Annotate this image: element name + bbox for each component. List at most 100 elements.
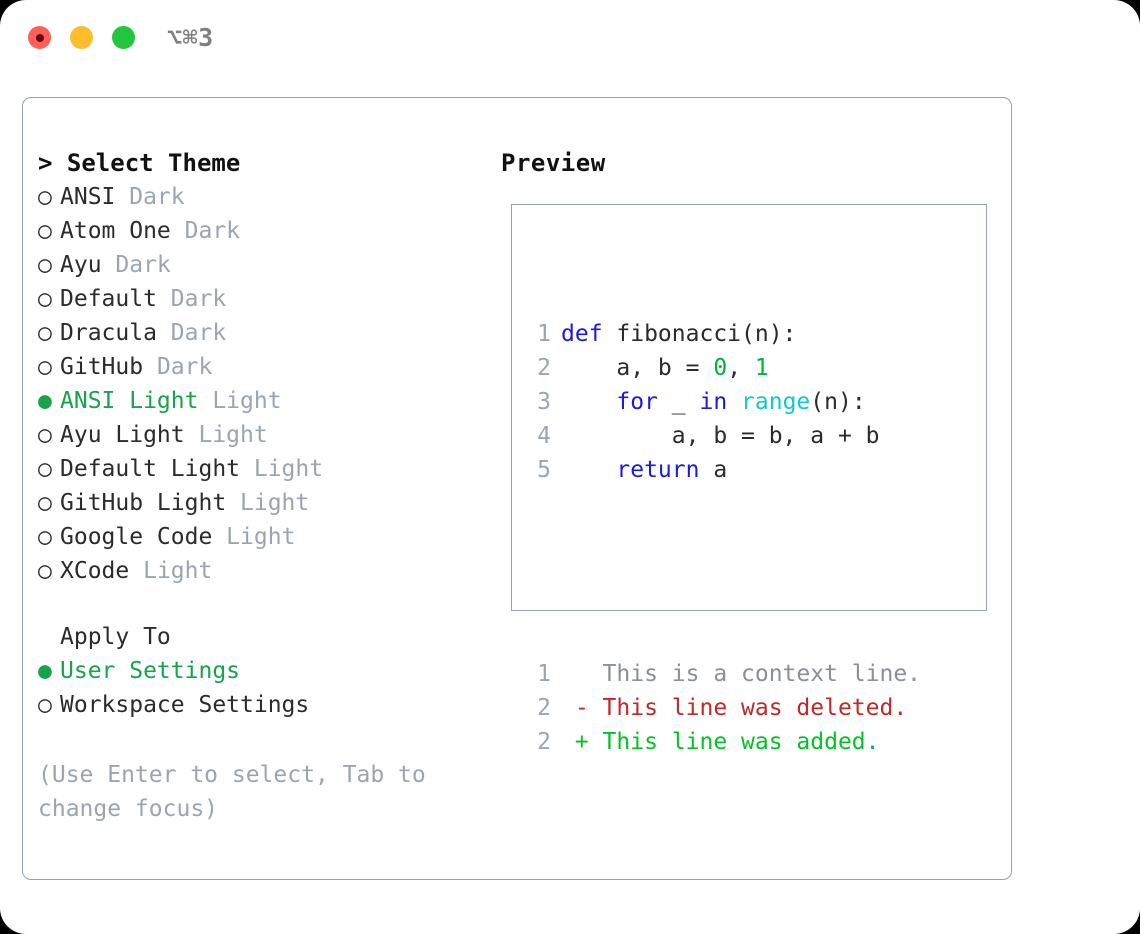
preview-column: Preview: [501, 146, 1001, 180]
theme-name: Default: [60, 286, 157, 312]
theme-option-ansi-light[interactable]: ●ANSI Light Light: [38, 384, 478, 418]
keyboard-hint-text: (Use Enter to select, Tab to change focu…: [38, 762, 426, 822]
radio-unselected-icon: ○: [38, 354, 52, 380]
traffic-lights: [28, 26, 135, 49]
token-fn: range: [741, 389, 811, 415]
theme-option-default[interactable]: ○ Default Dark: [38, 282, 478, 316]
line-number: 1: [537, 321, 551, 347]
diff-sign: -: [561, 695, 603, 721]
apply-to-section: Apply To ● User Settings ○Workspace Settin…: [38, 620, 478, 722]
keyboard-shortcut-label: ⌥⌘3: [167, 23, 214, 52]
diff-text: This is a context line.: [602, 661, 922, 687]
apply-to-label: User Settings: [60, 658, 241, 684]
radio-unselected-icon: ○: [38, 218, 52, 244]
line-number: 4: [537, 423, 551, 449]
code-line: 4 a, b = b, a + b: [525, 419, 921, 453]
theme-option-github-light[interactable]: ○ GitHub Light Light: [38, 486, 478, 520]
code-text: a, b = b, a + b: [561, 419, 880, 453]
theme-kind-badge: Light: [198, 388, 282, 414]
theme-option-atom-one[interactable]: ○Atom One Dark: [38, 214, 478, 248]
theme-option-default-light[interactable]: ○ Default Light Light: [38, 452, 478, 486]
theme-option-ayu-light[interactable]: ○ Ayu Light Light: [38, 418, 478, 452]
minimize-button[interactable]: [70, 26, 93, 49]
code-text: return a: [561, 453, 727, 487]
theme-option-xcode[interactable]: ○XCode Light: [38, 554, 478, 588]
radio-unselected-icon: ○: [38, 524, 52, 550]
theme-option-dracula[interactable]: ○ Dracula Dark: [38, 316, 478, 350]
select-theme-heading: > Select Theme: [38, 149, 241, 177]
theme-kind-badge: Light: [184, 422, 268, 448]
theme-option-github[interactable]: ○GitHub Dark: [38, 350, 478, 384]
line-number: 2: [537, 695, 551, 721]
code-spacer: [525, 555, 921, 589]
diff-sign: [561, 657, 603, 691]
radio-unselected-icon: ○: [38, 692, 52, 718]
theme-option-google-code[interactable]: ○ Google Code Light: [38, 520, 478, 554]
theme-kind-badge: Light: [226, 490, 310, 516]
line-number: 2: [537, 729, 551, 755]
theme-name: Dracula: [60, 320, 157, 346]
radio-unselected-icon: ○: [38, 252, 52, 278]
token-kw: in: [699, 389, 728, 415]
theme-kind-badge: Dark: [143, 354, 213, 380]
token-id: [561, 389, 616, 415]
theme-name: ANSI: [60, 184, 116, 210]
apply-to-options[interactable]: ● User Settings ○Workspace Settings: [38, 654, 478, 722]
code-line: 3 for _ in range(n):: [525, 385, 921, 419]
maximize-button[interactable]: [112, 26, 135, 49]
apply-to-option-user-settings[interactable]: ● User Settings: [38, 654, 478, 688]
token-id: ,: [727, 355, 755, 381]
radio-unselected-icon: ○: [38, 456, 52, 482]
token-id: a, b =: [561, 355, 714, 381]
radio-unselected-icon: ○: [38, 422, 52, 448]
theme-kind-badge: Light: [212, 524, 296, 550]
theme-kind-badge: Dark: [156, 320, 227, 346]
theme-name: Default Light: [60, 456, 241, 482]
code-line: 2 a, b = 0, 1: [525, 351, 921, 385]
theme-kind-badge: Light: [129, 558, 213, 584]
theme-kind-badge: Dark: [115, 184, 185, 210]
theme-kind-badge: Dark: [156, 286, 227, 312]
diff-text: This line was deleted.: [602, 695, 908, 721]
token-id: [561, 457, 616, 483]
line-number: 2: [537, 355, 551, 381]
theme-name: GitHub Light: [60, 490, 227, 516]
theme-list[interactable]: ○ANSI Dark○Atom One Dark○Ayu Dark○Defaul…: [38, 180, 478, 588]
diff-sample: 1 This is a context line.2 - This line w…: [525, 657, 921, 759]
radio-unselected-icon: ○: [38, 286, 52, 312]
token-id: a: [699, 457, 728, 483]
diff-line-del: 2 - This line was deleted.: [525, 691, 921, 725]
code-text: a, b = 0, 1: [561, 351, 768, 385]
theme-option-ayu[interactable]: ○Ayu Dark: [38, 248, 478, 282]
diff-line-ctx: 1 This is a context line.: [525, 657, 921, 691]
radio-unselected-icon: ○: [38, 184, 52, 210]
code-text: for _ in range(n):: [561, 385, 866, 419]
token-kw: def: [561, 321, 617, 347]
theme-option-ansi[interactable]: ○ ANSI Dark: [38, 180, 478, 214]
code-line: 5 return a: [525, 453, 921, 487]
theme-picker-panel: > Select Theme ○ANSI Dark○Atom One Dark○…: [22, 97, 1012, 880]
radio-selected-icon: ●: [38, 658, 52, 684]
theme-kind-badge: Dark: [170, 218, 241, 244]
token-kw: return: [616, 457, 700, 483]
close-button[interactable]: [28, 26, 51, 49]
radio-unselected-icon: ○: [38, 490, 52, 516]
token-id: (n):: [810, 389, 866, 415]
theme-name: Google Code: [60, 524, 213, 550]
theme-kind-badge: Light: [240, 456, 324, 482]
line-number: 5: [537, 457, 551, 483]
theme-name: XCode: [60, 558, 130, 584]
token-kw: for: [616, 389, 658, 415]
theme-name: Ayu Light: [60, 422, 185, 448]
apply-to-heading: Apply To: [60, 624, 171, 650]
diff-sign: +: [561, 729, 603, 755]
apply-to-option-workspace-settings[interactable]: ○Workspace Settings: [38, 688, 478, 722]
title-bar: ⌥⌘3: [0, 0, 1140, 76]
theme-name: Ayu: [60, 252, 102, 278]
line-number: 1: [537, 661, 551, 687]
token-id: _: [657, 389, 700, 415]
radio-unselected-icon: ○: [38, 320, 52, 346]
